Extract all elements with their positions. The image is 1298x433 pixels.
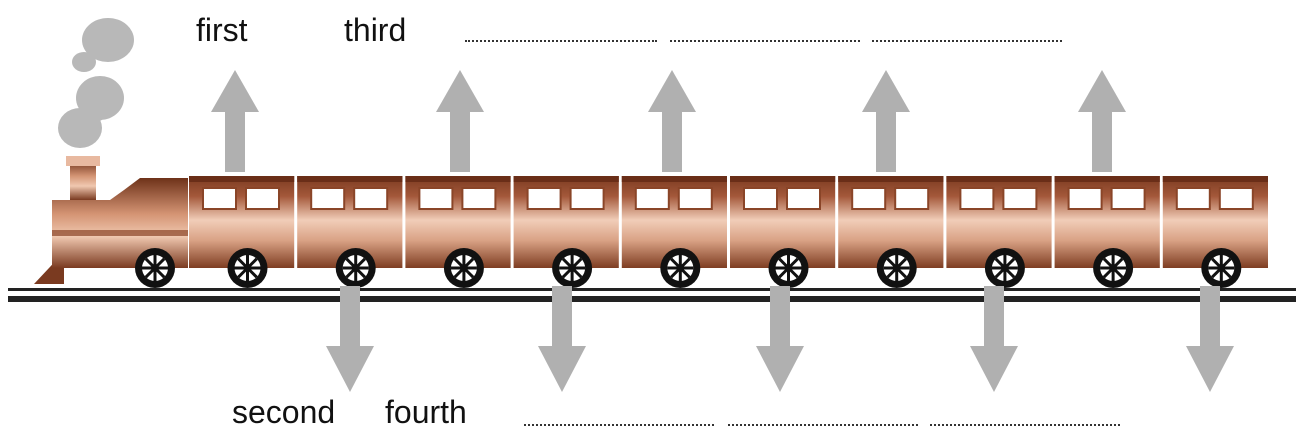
engine-wheel-icon bbox=[135, 248, 175, 288]
arrow-up-icon bbox=[436, 70, 484, 172]
railway-carriage-icon bbox=[513, 176, 619, 268]
car-wheel-icon bbox=[443, 248, 484, 288]
car-wheel-icon bbox=[552, 248, 593, 288]
steam-locomotive-icon bbox=[34, 156, 188, 284]
blank-line-bottom-2 bbox=[728, 424, 918, 426]
car-wheel-icon bbox=[984, 248, 1025, 288]
arrows bbox=[211, 70, 1234, 392]
label-first: first bbox=[196, 12, 248, 48]
car-wheel-icon bbox=[660, 248, 701, 288]
blank-line-bottom-3 bbox=[930, 424, 1120, 426]
arrow-down-icon bbox=[970, 286, 1018, 392]
arrow-up-icon bbox=[211, 70, 259, 172]
railway-track bbox=[8, 288, 1296, 302]
arrow-up-icon bbox=[1078, 70, 1126, 172]
blank-line-top-1 bbox=[465, 40, 657, 42]
arrow-down-icon bbox=[756, 286, 804, 392]
car-wheel-icon bbox=[876, 248, 917, 288]
car-wheel-icon bbox=[1201, 248, 1242, 288]
blank-line-bottom-1 bbox=[524, 424, 714, 426]
arrow-down-icon bbox=[326, 286, 374, 392]
car-wheel-icon bbox=[335, 248, 376, 288]
wheels bbox=[135, 248, 1242, 288]
smoke-puff-icon bbox=[58, 18, 134, 148]
label-second: second bbox=[232, 394, 336, 430]
arrow-down-icon bbox=[1186, 286, 1234, 392]
blank-line-top-2 bbox=[670, 40, 860, 42]
railway-carriage-icon bbox=[946, 176, 1052, 268]
label-fourth: fourth bbox=[385, 394, 467, 430]
car-wheel-icon bbox=[1093, 248, 1134, 288]
arrow-down-icon bbox=[538, 286, 586, 392]
label-third: third bbox=[344, 12, 407, 48]
car-wheel-icon bbox=[768, 248, 809, 288]
blank-line-top-3 bbox=[872, 40, 1062, 42]
arrow-up-icon bbox=[862, 70, 910, 172]
car-wheel-icon bbox=[227, 248, 268, 288]
arrow-up-icon bbox=[648, 70, 696, 172]
